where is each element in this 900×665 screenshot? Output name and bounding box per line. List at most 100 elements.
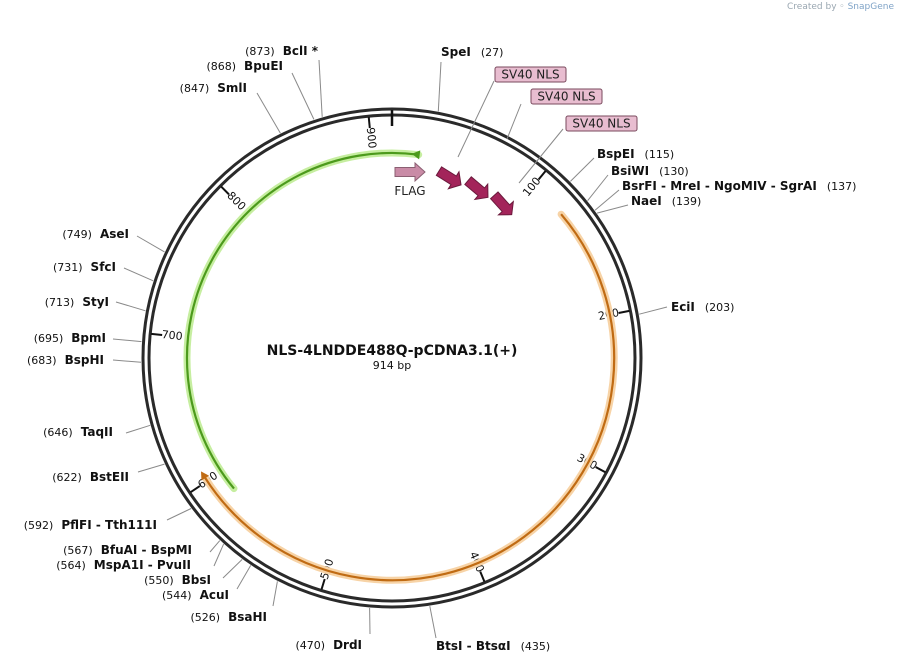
enzyme-position: (592) bbox=[24, 519, 54, 532]
enzyme-position: (550) bbox=[144, 574, 174, 587]
enzyme-labels: SpeI(27)BspEI(115)BsiWI(130)BsrFI - MreI… bbox=[24, 44, 857, 653]
enzyme-leader bbox=[236, 565, 252, 590]
enzyme-name: NaeI bbox=[631, 194, 662, 208]
enzyme-name: BtsI - BtsαI bbox=[436, 639, 511, 653]
enzyme-leader bbox=[639, 306, 668, 315]
snapgene-credit: Created by ◦ SnapGene bbox=[787, 2, 894, 12]
feature-leader bbox=[506, 103, 522, 140]
enzyme-name: SfcI bbox=[91, 260, 116, 274]
enzyme-name: AseI bbox=[100, 227, 129, 241]
enzyme-name: AcuI bbox=[200, 588, 229, 602]
tick-300 bbox=[595, 466, 606, 474]
enzyme-position: (526) bbox=[191, 611, 221, 624]
enzyme-leader bbox=[112, 359, 142, 363]
enzyme-label: (470) DrdI bbox=[295, 638, 362, 652]
feature-arrow bbox=[489, 191, 514, 216]
enzyme-position: (847) bbox=[180, 82, 210, 95]
feature-arrow bbox=[394, 161, 426, 183]
enzyme-name: PflFI - Tth111I bbox=[61, 518, 157, 532]
feature-arrow bbox=[435, 166, 462, 190]
feature-box bbox=[565, 115, 638, 132]
enzyme-name: BbsI bbox=[182, 573, 211, 587]
enzyme-label: NaeI (139) bbox=[631, 194, 701, 208]
enzyme-label: EciI(203) bbox=[671, 300, 734, 314]
orange-orf-arrowhead bbox=[200, 471, 210, 481]
enzyme-position: (646) bbox=[43, 426, 73, 439]
enzyme-name: MspA1I - PvuII bbox=[94, 558, 191, 572]
enzyme-label: BsrFI - MreI - NgoMIV - SgrAI(137) bbox=[622, 179, 856, 193]
enzyme-leaders bbox=[112, 59, 668, 639]
enzyme-name: TaqII bbox=[81, 425, 113, 439]
enzyme-position: (873) bbox=[245, 45, 275, 58]
enzyme-label: (749) AseI bbox=[62, 227, 129, 241]
enzyme-position: (115) bbox=[645, 148, 675, 161]
green-orf-arrowhead bbox=[411, 150, 421, 160]
enzyme-label: (526)BsaHI bbox=[191, 610, 268, 624]
enzyme-label: BtsI - BtsαI (435) bbox=[436, 639, 550, 653]
feature-box bbox=[494, 66, 567, 83]
snapgene-logo-icon: ◦ bbox=[839, 2, 845, 12]
enzyme-leader bbox=[587, 174, 609, 202]
enzyme-label: (713)StyI bbox=[45, 295, 109, 309]
enzyme-label: (550) BbsI bbox=[144, 573, 211, 587]
enzyme-leader bbox=[125, 424, 151, 434]
tick-700 bbox=[151, 332, 163, 337]
enzyme-position: (139) bbox=[672, 195, 702, 208]
plasmid-size: 914 bp bbox=[373, 359, 411, 372]
orange-orf-glow bbox=[201, 210, 618, 584]
enzyme-leader bbox=[596, 204, 629, 214]
tick-label: 700 bbox=[161, 328, 183, 343]
enzyme-position: (622) bbox=[52, 471, 82, 484]
orf-arcs bbox=[183, 149, 618, 584]
enzyme-position: (470) bbox=[295, 639, 325, 652]
enzyme-position: (749) bbox=[62, 228, 92, 241]
enzyme-position: (695) bbox=[34, 332, 64, 345]
enzyme-name: SpeI bbox=[441, 45, 471, 59]
enzyme-leader bbox=[318, 59, 323, 117]
enzyme-position: (567) bbox=[63, 544, 93, 557]
feature-leader bbox=[457, 80, 495, 158]
enzyme-label: (868)BpuEI bbox=[206, 59, 283, 73]
green-orf-glow bbox=[183, 149, 423, 493]
feature-box bbox=[530, 88, 603, 105]
tick-200 bbox=[618, 309, 630, 315]
enzyme-name: BstEII bbox=[90, 470, 129, 484]
enzyme-position: (683) bbox=[27, 354, 57, 367]
tick-400 bbox=[479, 571, 486, 583]
credit-prefix: Created by bbox=[787, 2, 837, 12]
enzyme-label: (592) PflFI - Tth111I bbox=[24, 518, 157, 532]
tick-900 bbox=[367, 117, 371, 129]
enzyme-position: (137) bbox=[827, 180, 857, 193]
enzyme-position: (564) bbox=[56, 559, 86, 572]
enzyme-leader bbox=[272, 581, 278, 607]
enzyme-name: SmlI bbox=[217, 81, 247, 95]
enzyme-leader bbox=[222, 559, 243, 579]
enzyme-leader bbox=[256, 92, 281, 134]
enzyme-label: (683)BspHI bbox=[27, 353, 104, 367]
backbone-outer-ring bbox=[141, 107, 643, 609]
enzyme-position: (544) bbox=[162, 589, 192, 602]
tick-600 bbox=[190, 485, 201, 494]
enzyme-label: SpeI(27) bbox=[441, 45, 503, 59]
enzyme-leader bbox=[123, 267, 154, 282]
enzyme-label: (695)BpmI bbox=[34, 331, 106, 345]
enzyme-name: BspEI bbox=[597, 147, 635, 161]
enzyme-leader bbox=[437, 61, 442, 112]
enzyme-leader bbox=[213, 543, 225, 567]
enzyme-position: (435) bbox=[521, 640, 551, 653]
feature-leader bbox=[518, 128, 564, 184]
green-orf-line bbox=[185, 151, 419, 490]
enzyme-name: DrdI bbox=[333, 638, 362, 652]
enzyme-leader bbox=[112, 338, 142, 343]
enzyme-name: BsiWI bbox=[611, 164, 649, 178]
enzyme-leader bbox=[429, 606, 437, 639]
enzyme-leader bbox=[136, 235, 165, 253]
feature-label-sv40-nls: SV40 NLS bbox=[572, 117, 630, 131]
enzyme-leader bbox=[594, 189, 620, 211]
enzyme-label: (564) MspA1I - PvuII bbox=[56, 558, 191, 572]
plasmid-name: NLS-4LNDDE488Q-pCDNA3.1(+) bbox=[267, 343, 518, 359]
tick-label: 900 bbox=[364, 127, 379, 149]
enzyme-position: (731) bbox=[53, 261, 83, 274]
